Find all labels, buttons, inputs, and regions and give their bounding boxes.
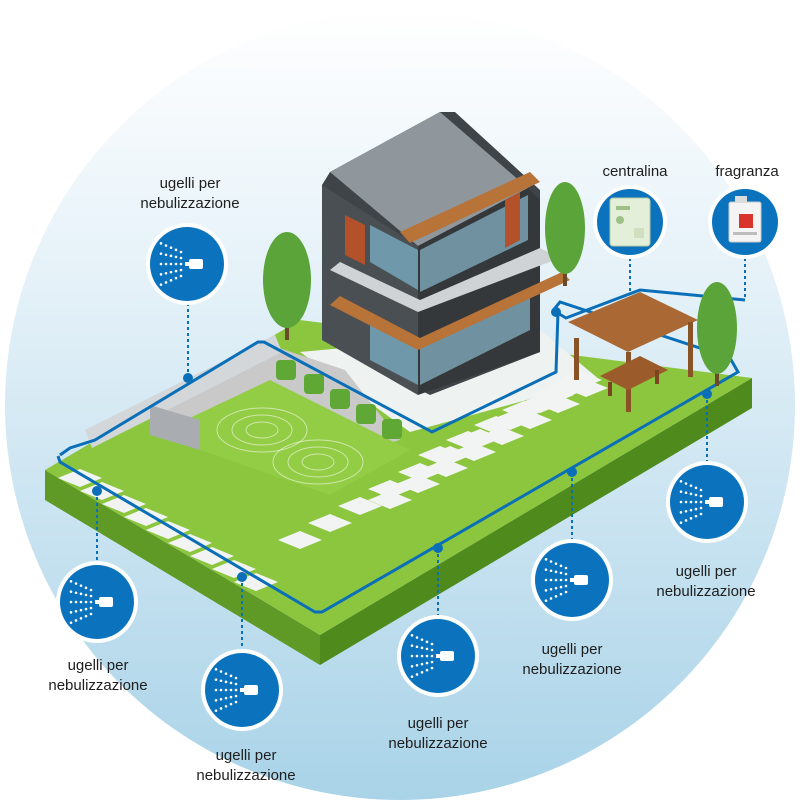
- tree-trunk: [715, 368, 719, 386]
- mist-nozzle-icon: [69, 580, 113, 624]
- fragrance-badge: [708, 185, 782, 259]
- retaining-wall: [85, 335, 282, 448]
- hedge: [304, 374, 324, 394]
- nozzle-badge-bottom-4: [531, 539, 613, 621]
- pipe-node: [237, 572, 247, 582]
- hedge: [356, 404, 376, 424]
- tree: [545, 182, 585, 274]
- pipe-node: [92, 486, 102, 496]
- stepping-stone: [418, 446, 462, 464]
- pergola: [568, 292, 698, 412]
- stepping-stone: [446, 431, 490, 449]
- stepping-stone: [452, 443, 496, 461]
- inner-lawn: [175, 380, 410, 495]
- ground-slab-side: [45, 470, 320, 665]
- ripples-2: [272, 439, 364, 485]
- leader-lines: [96, 258, 746, 648]
- irrigation-pipe-inner: [555, 288, 746, 320]
- pipe-node: [702, 389, 712, 399]
- retaining-wall-2: [150, 405, 200, 450]
- ground-slab-side-right: [320, 378, 752, 665]
- nozzle-label-bottom-4: ugelli per nebulizzazione: [522, 641, 622, 678]
- fragrance-label: fragranza: [715, 163, 779, 180]
- tree: [263, 232, 311, 328]
- controller-badge: [593, 185, 667, 259]
- stepping-stone: [168, 534, 212, 552]
- nozzle-badge-bottom-2: [201, 649, 283, 731]
- nozzle-label-bottom-3: ugelli per nebulizzazione: [388, 715, 488, 752]
- mist-nozzle-icon: [159, 242, 203, 286]
- stepping-stone: [338, 497, 382, 515]
- stepping-stones: [58, 371, 608, 591]
- stepping-stone: [474, 416, 518, 434]
- stepping-stone: [368, 491, 412, 509]
- stepping-stone: [308, 514, 352, 532]
- stepping-stone: [58, 469, 102, 487]
- tree-trunk: [563, 268, 567, 286]
- stepping-stone: [396, 475, 440, 493]
- pipe-node: [567, 467, 577, 477]
- hedge: [276, 360, 296, 380]
- house: [322, 112, 570, 395]
- stepping-stone: [102, 495, 146, 513]
- hedge: [330, 389, 350, 409]
- stepping-stone: [502, 401, 546, 419]
- stepping-stone: [278, 531, 322, 549]
- hedge-row: [276, 360, 402, 439]
- nozzle-badge-top-left: [146, 223, 228, 305]
- mist-nozzle-icon: [410, 634, 454, 678]
- mist-nozzle-icon: [679, 480, 723, 524]
- mist-nozzle-icon: [544, 558, 588, 602]
- pipe-node: [183, 373, 193, 383]
- nozzle-badge-bottom-left: [56, 561, 138, 643]
- pipe-nodes: [92, 307, 712, 582]
- controller-label: centralina: [602, 163, 668, 180]
- badges: [56, 185, 782, 731]
- pipe-node: [551, 307, 561, 317]
- trees: [263, 182, 737, 386]
- stepping-stone: [558, 371, 602, 389]
- nozzle-label-bottom-left: ugelli per nebulizzazione: [48, 657, 148, 694]
- nozzle-badge-right: [666, 461, 748, 543]
- nozzle-label-bottom-2: ugelli per nebulizzazione: [196, 747, 296, 784]
- fragrance-canister-icon: [728, 196, 762, 243]
- tree-trunk: [285, 322, 289, 340]
- pipe-node: [433, 543, 443, 553]
- stepping-stone: [124, 508, 168, 526]
- nozzle-badge-bottom-3: [397, 615, 479, 697]
- stepping-stone: [530, 386, 574, 404]
- hedge: [382, 419, 402, 439]
- stepping-stone: [424, 459, 468, 477]
- tree: [697, 282, 737, 374]
- nozzle-label-right: ugelli per nebulizzazione: [656, 563, 756, 600]
- mist-nozzle-icon: [214, 668, 258, 712]
- nozzle-label-top-left: ugelli per nebulizzazione: [140, 175, 240, 212]
- stepping-stone: [146, 521, 190, 539]
- control-unit-icon: [609, 197, 651, 247]
- stepping-stone: [190, 547, 234, 565]
- ripples-1: [216, 407, 308, 453]
